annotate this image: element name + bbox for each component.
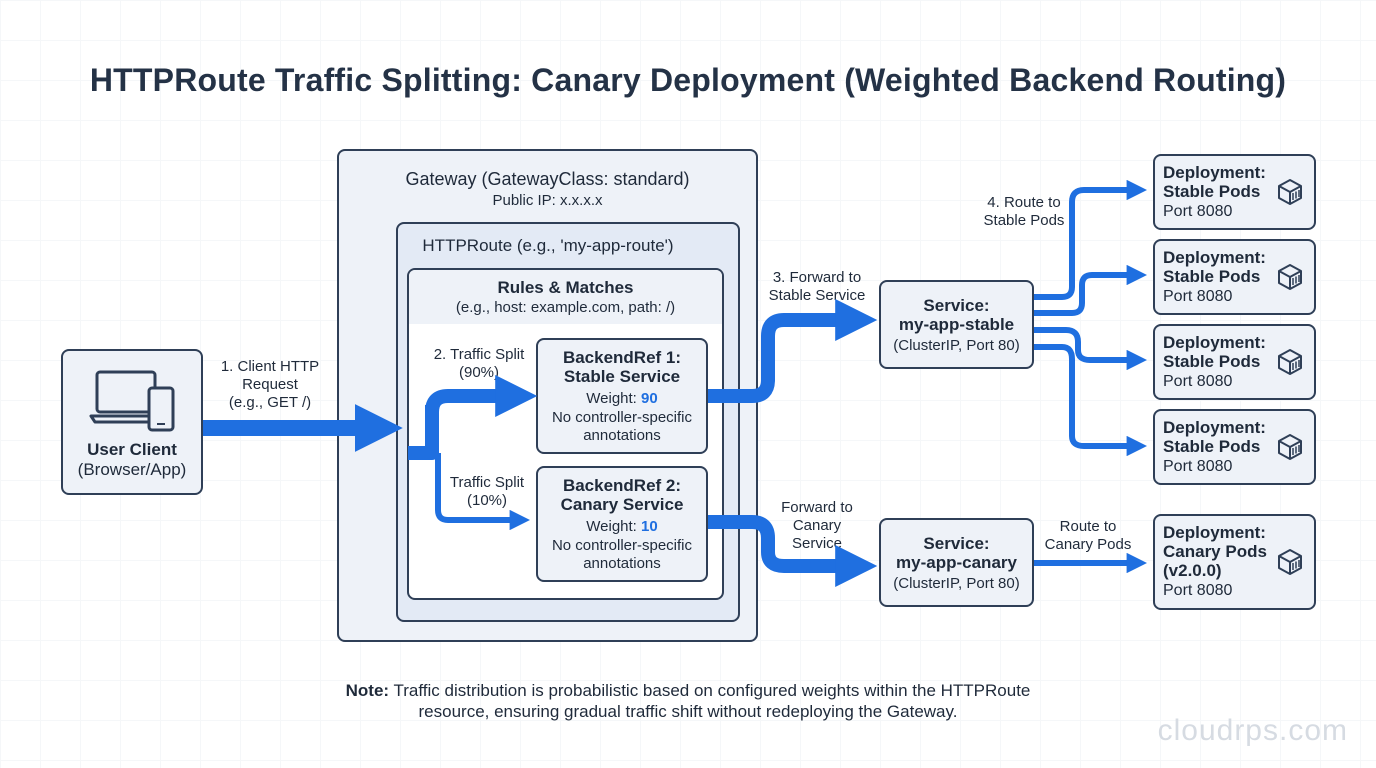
split-10-label: Traffic Split(10%) (449, 474, 525, 509)
container-cube-icon (1278, 264, 1302, 290)
container-cube-icon (1278, 549, 1302, 575)
service-canary-box (879, 518, 1034, 607)
backendref-1-weight: Weight: 90 (586, 390, 658, 407)
rules-sub: (e.g., host: example.com, path: /) (455, 299, 676, 316)
arrow-split-stem (408, 405, 439, 460)
arrow-stable-pod-2 (1034, 264, 1148, 316)
arrow-forward-stable (708, 299, 878, 403)
stable-deployment-3-text: Deployment: Stable Pods Port 8080 (1163, 333, 1266, 390)
container-cube-icon (1278, 434, 1302, 460)
backendref-1-title: BackendRef 1:Stable Service (562, 348, 682, 386)
watermark: cloudrps.com (1157, 714, 1348, 747)
service-stable-label: Service: my-app-stable (ClusterIP, Port … (893, 296, 1020, 354)
arrow-stable-pod-3 (1034, 327, 1148, 371)
split-90-label: 2. Traffic Split(90%) (433, 346, 525, 381)
rules-header (409, 270, 722, 324)
stable-deployment-1-text: Deployment: Stable Pods Port 8080 (1163, 163, 1266, 220)
rules-title: Rules & Matches (497, 278, 634, 297)
user-client-label: User Client(Browser/App) (77, 440, 187, 479)
stable-deployment-1 (1153, 154, 1316, 230)
httproute-title: HTTPRoute (e.g., 'my-app-route') (422, 236, 674, 255)
footer-note: Note: Traffic distribution is probabilis… (345, 681, 1031, 721)
backendref-2-weight: Weight: 10 (586, 518, 658, 535)
laptop-phone-icon (89, 370, 175, 432)
gateway-title: Gateway (GatewayClass: standard) (405, 169, 690, 189)
canary-deployment-text: Deployment: Canary Pods (v2.0.0) Port 80… (1163, 523, 1267, 599)
backendref-1-box (536, 338, 708, 454)
diagram-title: HTTPRoute Traffic Splitting: Canary Depl… (89, 62, 1287, 98)
backendref-1-weight-value: 90 (641, 390, 658, 407)
backendref-2-weight-value: 10 (641, 518, 658, 535)
arrow-stable-pod-1 (1034, 179, 1148, 300)
arrow-split-10 (435, 453, 531, 531)
service-canary-label: Service: my-app-canary (ClusterIP, Port … (893, 534, 1020, 592)
gateway-ip: Public IP: x.x.x.x (492, 192, 603, 209)
arrow-stable-pod-4 (1034, 344, 1148, 457)
arrow-split-90 (425, 375, 538, 417)
stable-deployment-2-text: Deployment: Stable Pods Port 8080 (1163, 248, 1266, 305)
arrow-forward-canary (708, 515, 878, 587)
stable-deployment-4-text: Deployment: Stable Pods Port 8080 (1163, 418, 1266, 475)
container-cube-icon (1278, 179, 1302, 205)
backendref-2-title: BackendRef 2:Canary Service (560, 476, 684, 514)
backendref-2-box (536, 466, 708, 582)
service-stable-box (879, 280, 1034, 369)
container-cube-icon (1278, 349, 1302, 375)
